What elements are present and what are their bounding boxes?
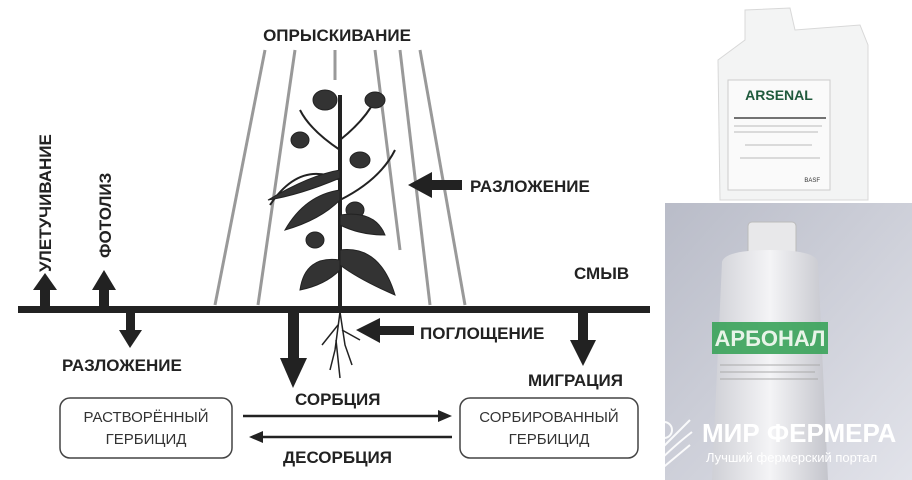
- box-dissolved-herbicide: РАСТВОРЁННЫЙ ГЕРБИЦИД: [59, 397, 233, 459]
- box-sorbed-line2: ГЕРБИЦИД: [509, 431, 590, 448]
- basf-logo-text: BASF: [804, 178, 820, 184]
- label-migration: МИГРАЦИЯ: [528, 371, 623, 390]
- box-sorbed-line1: СОРБИРОВАННЫЙ: [479, 408, 618, 426]
- decomposition-plant-arrow: [408, 172, 462, 198]
- arsenal-jug-photo: ARSENAL BASF: [717, 7, 869, 201]
- box-dissolved-line2: ГЕРБИЦИД: [106, 431, 187, 448]
- box-dissolved-line1: РАСТВОРЁННЫЙ: [83, 408, 208, 426]
- arbonal-bottle-photo: АРБОНАЛ: [665, 203, 912, 480]
- label-decomposition-soil: РАЗЛОЖЕНИЕ: [62, 356, 182, 375]
- arsenal-brand-text: ARSENAL: [745, 87, 813, 103]
- decomposition-soil-arrow: [119, 312, 142, 348]
- label-volatilization: УЛЕТУЧИВАНИЕ: [36, 134, 55, 272]
- label-photolysis: ФОТОЛИЗ: [96, 173, 115, 258]
- plant-illustration: [267, 89, 396, 379]
- sorption-down-arrow: [280, 312, 307, 388]
- soil-surface-line: [18, 306, 650, 313]
- watermark-title: МИР ФЕРМЕРА: [702, 418, 897, 448]
- absorption-arrow: [356, 318, 414, 343]
- photolysis-arrow: [92, 270, 116, 308]
- desorption-arrow: [249, 431, 452, 443]
- label-decomposition-plant: РАЗЛОЖЕНИЕ: [470, 177, 590, 196]
- sorption-arrow: [243, 410, 452, 422]
- label-sorption: СОРБЦИЯ: [295, 390, 381, 409]
- box-sorbed-herbicide: СОРБИРОВАННЫЙ ГЕРБИЦИД: [459, 397, 639, 459]
- label-absorption: ПОГЛОЩЕНИЕ: [420, 324, 544, 343]
- volatilization-arrow: [33, 273, 57, 308]
- arbonal-brand-text: АРБОНАЛ: [715, 326, 826, 351]
- watermark: МИР ФЕРМЕРА Лучший фермерский портал: [649, 418, 897, 471]
- migration-arrow: [570, 312, 596, 366]
- farmer-logo-icon: [649, 419, 693, 471]
- watermark-subtitle: Лучший фермерский портал: [706, 450, 877, 465]
- plant-roots: [321, 311, 361, 379]
- label-desorption: ДЕСОРБЦИЯ: [283, 448, 392, 467]
- label-runoff: СМЫВ: [574, 264, 629, 283]
- spray-lines: [213, 49, 467, 306]
- label-spraying: ОПРЫСКИВАНИЕ: [263, 26, 411, 45]
